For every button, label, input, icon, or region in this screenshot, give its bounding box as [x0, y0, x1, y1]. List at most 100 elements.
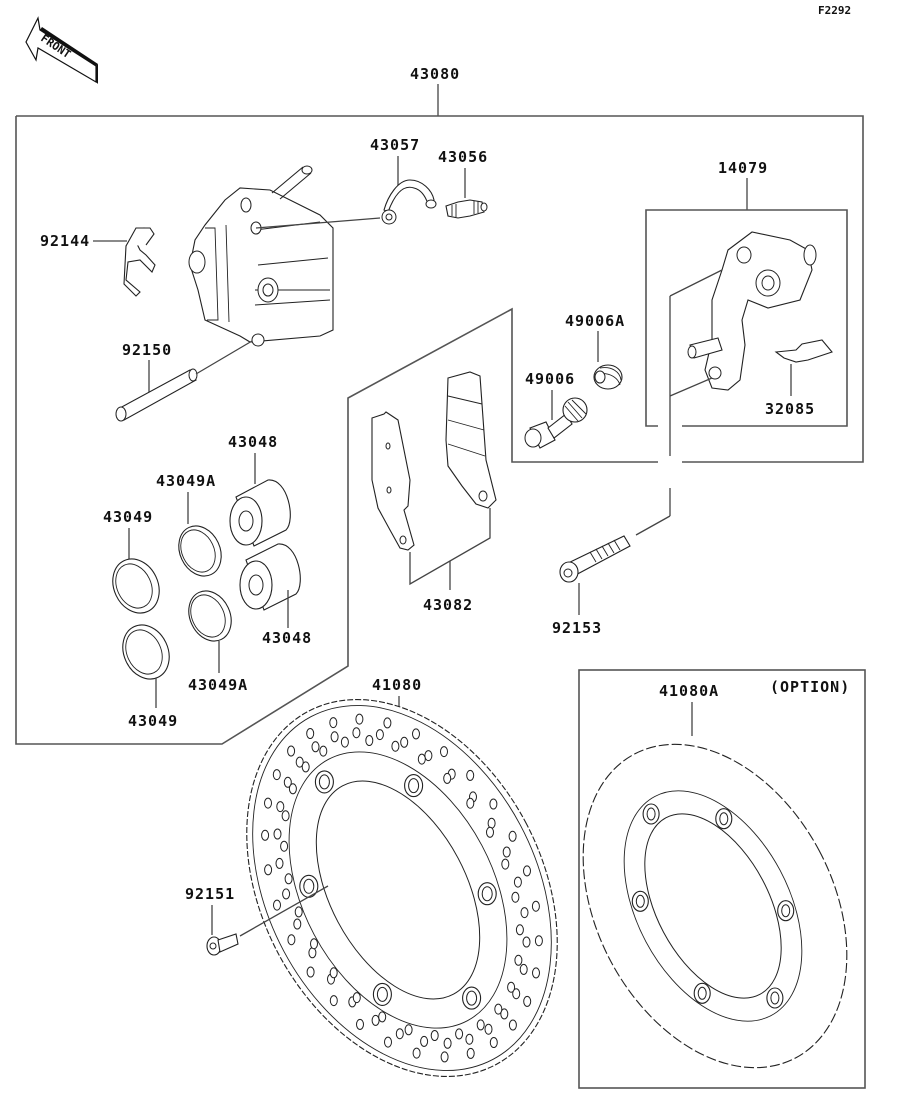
vent-hole	[500, 1008, 509, 1020]
option-disc-boss-hole	[697, 986, 707, 1000]
seal-a-upper	[178, 525, 222, 577]
vent-hole	[440, 1051, 449, 1063]
callout-49006: 49006	[525, 370, 575, 388]
vent-hole	[523, 995, 532, 1007]
vent-hole	[352, 992, 361, 1004]
caliper-body	[188, 165, 334, 347]
vent-hole	[306, 966, 315, 978]
option-box	[578, 669, 866, 1089]
vent-hole	[261, 829, 270, 841]
leader-bracket-lower	[669, 377, 713, 397]
vent-hole	[371, 1014, 380, 1026]
option-disc-boss-hole	[635, 894, 645, 908]
vent-hole	[514, 954, 523, 966]
vent-hole	[294, 906, 303, 918]
vent-hole	[440, 746, 448, 758]
brake-disc	[246, 699, 558, 1077]
vent-hole	[466, 797, 475, 809]
vent-hole	[280, 840, 289, 852]
vent-hole	[273, 899, 281, 911]
vent-hole	[515, 924, 524, 936]
leader-bolt-to-bracket	[635, 515, 671, 536]
callout-92144: 92144	[40, 232, 90, 250]
vent-hole	[287, 745, 296, 757]
disc-boss-hole	[481, 886, 493, 902]
bracket-spring	[774, 339, 833, 363]
leader-pin-to-caliper	[195, 340, 253, 375]
vent-hole	[378, 1011, 387, 1023]
bleed-valve	[445, 199, 488, 219]
vent-hole	[301, 761, 310, 773]
vent-hole	[508, 830, 517, 842]
vent-hole	[383, 717, 392, 729]
vent-hole	[395, 1028, 404, 1040]
mount-bolt	[559, 535, 631, 583]
brake-hose-pipe	[381, 179, 437, 225]
callout-43049A-lower: 43049A	[188, 676, 248, 694]
vent-hole	[329, 995, 338, 1007]
vent-hole	[365, 735, 374, 746]
piston-lower	[239, 543, 301, 611]
vent-hole	[400, 736, 409, 748]
caliper-bracket	[687, 231, 817, 391]
option-disc-boss-hole	[646, 807, 656, 821]
callout-41080A: 41080A	[659, 682, 719, 700]
vent-hole	[284, 873, 293, 885]
vent-hole	[287, 934, 296, 946]
vent-hole	[319, 745, 328, 757]
vent-hole	[306, 728, 315, 739]
vent-hole	[293, 918, 302, 930]
vent-hole	[487, 817, 496, 829]
vent-hole	[311, 741, 320, 753]
vent-hole	[519, 963, 528, 975]
callout-43080: 43080	[410, 65, 460, 83]
option-note: (OPTION)	[770, 678, 850, 696]
vent-hole	[283, 776, 292, 788]
seal-lower	[122, 624, 170, 680]
vent-hole	[455, 1028, 464, 1040]
slide-pin-49006	[524, 397, 588, 449]
callout-92151: 92151	[185, 885, 235, 903]
callout-43048-upper: 43048	[228, 433, 278, 451]
vent-hole	[384, 1036, 392, 1048]
vent-hole	[308, 947, 317, 959]
vent-hole	[282, 888, 291, 900]
vent-hole	[391, 740, 400, 752]
brake-pad-inner	[371, 411, 415, 551]
leader-hose-to-caliper	[255, 217, 381, 229]
vent-hole	[520, 907, 529, 919]
vent-hole	[412, 728, 420, 740]
vent-hole	[288, 783, 297, 795]
vent-hole	[513, 876, 522, 888]
caliper-assy-box	[15, 116, 658, 745]
vent-hole	[534, 935, 543, 947]
vent-hole	[511, 891, 520, 903]
brake-pad-outer	[445, 371, 497, 509]
vent-hole	[430, 1030, 439, 1041]
vent-hole	[264, 797, 272, 809]
callout-92153: 92153	[552, 619, 602, 637]
boot-49006A	[593, 364, 623, 390]
vent-hole	[531, 900, 540, 912]
vent-hole	[532, 967, 540, 979]
vent-hole	[404, 1024, 413, 1036]
vent-hole	[523, 865, 531, 877]
vent-hole	[272, 769, 281, 781]
vent-hole	[281, 810, 290, 822]
pad-pin	[115, 368, 198, 422]
caliper-assy-box-top	[16, 115, 864, 463]
vent-hole	[275, 857, 284, 869]
vent-hole	[489, 1037, 498, 1048]
leader-bolt-to-disc	[239, 885, 329, 937]
vent-hole	[507, 981, 516, 993]
vent-hole	[424, 750, 433, 762]
bracket-box	[645, 209, 848, 427]
vent-hole	[501, 858, 510, 870]
option-disc-boss-hole	[719, 812, 729, 826]
vent-hole	[522, 936, 531, 948]
disc-boss-hole	[303, 878, 315, 894]
callout-41080: 41080	[372, 676, 422, 694]
pad-spring	[123, 227, 156, 297]
vent-hole	[264, 864, 273, 876]
